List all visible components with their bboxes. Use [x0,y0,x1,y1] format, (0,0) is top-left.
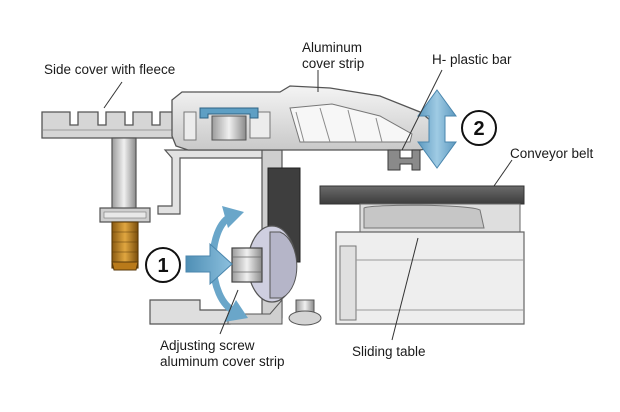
base-nut [288,299,322,326]
label-aluminum-line1: Aluminum [302,40,363,55]
svg-text:2: 2 [473,118,484,140]
adjusting-screw [231,225,298,303]
label-adjusting-line1: Adjusting screw [160,338,255,353]
support-post [99,137,151,223]
callout-1: 1 [145,247,181,283]
h-plastic-bar-shape [387,149,421,171]
label-aluminum-line2: cover strip [302,56,365,71]
label-h-plastic-bar: H- plastic bar [432,52,512,67]
callout-2: 2 [461,110,497,146]
label-sliding-table: Sliding table [352,344,426,359]
label-adjusting-screw: Adjusting screw aluminum cover strip [160,338,285,370]
label-aluminum-cover-strip: Aluminum cover strip [302,40,364,72]
leader-lines [103,69,513,341]
svg-text:1: 1 [157,255,168,277]
label-side-cover: Side cover with fleece [44,62,176,77]
sliding-table-shape [335,203,525,325]
label-adjusting-line2: aluminum cover strip [160,354,285,369]
side-cover-plate [41,111,179,139]
gold-bolt [111,221,139,271]
label-conveyor-belt: Conveyor belt [510,146,594,161]
vertical-adjust-arrow [417,89,457,169]
conveyor-belt-shape [319,185,525,205]
blue-plastic-insert [199,107,259,141]
push-arrow [185,242,233,286]
